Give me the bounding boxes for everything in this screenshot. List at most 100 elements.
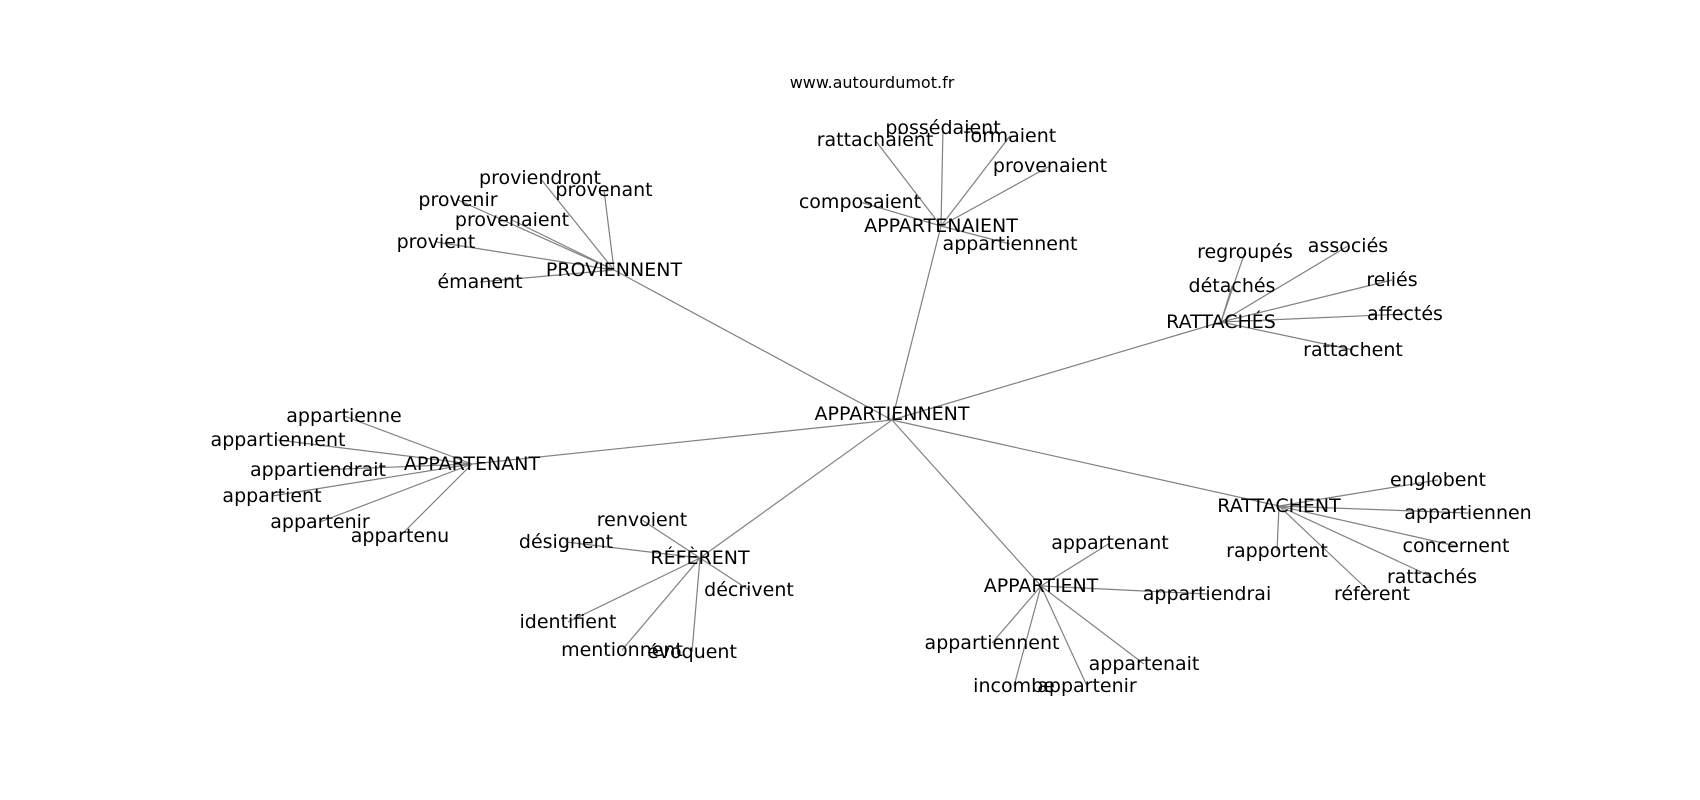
edge-hub-5-leaf-1 [1040, 585, 1208, 595]
edge-hub-2-leaf-2 [1220, 279, 1393, 323]
edge-hub-0-leaf-4 [435, 241, 615, 271]
edge-hub-6-leaf-1 [1278, 505, 1469, 514]
hub-word-node[interactable]: RÉFÈRENT [650, 546, 750, 569]
leaf-word-node[interactable]: regroupés [1197, 241, 1293, 263]
leaf-word-node[interactable]: rapportent [1226, 540, 1328, 562]
edge-hub-6-leaf-0 [1278, 479, 1439, 507]
edge-hub-4-leaf-4 [621, 557, 701, 651]
leaf-word-node[interactable]: provenir [418, 189, 497, 211]
leaf-word-node[interactable]: appartiendrait [250, 459, 386, 481]
leaf-word-node[interactable]: provient [397, 231, 476, 253]
graph-labels: www.autourdumot.fr PROVIENNENT proviendro… [211, 73, 1532, 697]
leaf-word-node[interactable]: appartenir [270, 511, 370, 533]
leaf-word-node[interactable]: mentionnent [561, 639, 683, 661]
edge-hub-1-leaf-2 [874, 139, 942, 227]
edge-hub-6-leaf-2 [1278, 505, 1457, 547]
hub-word-node[interactable]: APPARTIENT [984, 575, 1099, 597]
edge-hub-4-leaf-5 [691, 557, 701, 653]
edge-hub-0-leaf-5 [479, 269, 615, 283]
leaf-word-node[interactable]: provenaient [993, 155, 1107, 177]
edge-hub-0-leaf-0 [539, 177, 615, 271]
graph-edges [271, 127, 1469, 687]
edge-center-to-hub-3 [471, 419, 893, 465]
leaf-word-node[interactable]: composaient [799, 191, 921, 213]
leaf-word-node[interactable]: formaient [964, 125, 1056, 147]
leaf-word-node[interactable]: proviendront [479, 167, 601, 189]
edge-hub-2-leaf-3 [1220, 285, 1233, 323]
leaf-word-node[interactable]: provenant [555, 179, 652, 201]
edge-hub-6-leaf-3 [1276, 505, 1280, 552]
edge-center-to-hub-2 [891, 321, 1222, 421]
edge-hub-3-leaf-3 [271, 463, 473, 497]
leaf-word-node[interactable]: identifient [520, 611, 617, 633]
edge-center-to-hub-5 [891, 419, 1042, 587]
leaf-word-node[interactable]: émanent [437, 271, 522, 293]
leaf-word-node[interactable]: appartenu [351, 525, 449, 547]
edge-hub-5-leaf-5 [1040, 585, 1088, 687]
hub-word-node[interactable]: RATTACHÉS [1166, 310, 1276, 333]
leaf-word-node[interactable]: affectés [1367, 303, 1443, 325]
leaf-word-node[interactable]: décrivent [704, 579, 794, 601]
leaf-word-node[interactable]: appartiendrai [1143, 583, 1271, 605]
edge-hub-0-leaf-2 [457, 199, 615, 271]
edge-hub-2-leaf-4 [1220, 313, 1406, 323]
leaf-word-node[interactable]: appartiennent [211, 429, 346, 451]
hub-word-node[interactable]: APPARTENANT [404, 453, 541, 475]
leaf-word-node[interactable]: désignent [519, 531, 613, 553]
edge-hub-3-leaf-2 [317, 463, 473, 471]
leaf-word-node[interactable]: rattachés [1387, 566, 1477, 588]
leaf-word-node[interactable]: appartient [222, 485, 321, 507]
edge-hub-6-leaf-4 [1278, 505, 1433, 578]
leaf-word-node[interactable]: incombe [973, 675, 1055, 697]
edge-hub-1-leaf-5 [940, 225, 1011, 245]
leaf-word-node[interactable]: reliés [1366, 269, 1417, 291]
leaf-word-node[interactable]: appartenait [1089, 653, 1200, 675]
edge-hub-5-leaf-4 [1013, 585, 1042, 687]
edge-hub-0-leaf-1 [603, 189, 615, 271]
edge-hub-4-leaf-0 [641, 519, 701, 559]
leaf-word-node[interactable]: évoquent [647, 641, 737, 663]
leaf-word-node[interactable]: détachés [1189, 275, 1276, 297]
hub-word-node[interactable]: PROVIENNENT [546, 259, 683, 281]
center-word-node[interactable]: APPARTIENNENT [815, 403, 970, 425]
edge-hub-3-leaf-1 [277, 439, 473, 465]
hub-word-node[interactable]: RATTACHENT [1217, 495, 1341, 517]
edge-hub-1-leaf-1 [940, 135, 1011, 227]
edge-center-to-hub-1 [891, 225, 942, 421]
edge-hub-4-leaf-1 [565, 541, 701, 559]
leaf-word-node[interactable]: réfèrent [1334, 583, 1410, 605]
edge-center-to-hub-6 [891, 419, 1280, 507]
edge-center-to-hub-4 [699, 419, 893, 559]
hub-word-node[interactable]: APPARTENAIENT [864, 215, 1018, 237]
leaf-word-node[interactable]: possédaient [885, 117, 1000, 139]
edge-hub-3-leaf-4 [319, 463, 473, 523]
source-label: www.autourdumot.fr [790, 73, 955, 92]
edge-hub-3-leaf-0 [343, 415, 473, 465]
edge-hub-6-leaf-5 [1278, 505, 1373, 595]
leaf-word-node[interactable]: renvoient [597, 509, 687, 531]
leaf-word-node[interactable]: englobent [1390, 469, 1486, 491]
edge-hub-3-leaf-5 [399, 463, 473, 537]
edge-hub-4-leaf-2 [699, 557, 750, 591]
edge-hub-1-leaf-4 [859, 201, 942, 227]
leaf-word-node[interactable]: appartenant [1051, 532, 1169, 554]
leaf-word-node[interactable]: appartiennent [925, 632, 1060, 654]
edge-hub-1-leaf-3 [940, 165, 1051, 227]
leaf-word-node[interactable]: associés [1308, 235, 1388, 257]
edge-center-to-hub-0 [613, 269, 893, 421]
edge-hub-4-leaf-3 [567, 557, 701, 623]
edge-hub-2-leaf-1 [1220, 245, 1349, 323]
leaf-word-node[interactable]: rattachaient [817, 129, 934, 151]
leaf-word-node[interactable]: concernent [1403, 535, 1510, 557]
leaf-word-node[interactable]: provenaient [455, 209, 569, 231]
leaf-word-node[interactable]: appartiennent [943, 233, 1078, 255]
edge-hub-0-leaf-3 [511, 219, 615, 271]
leaf-word-node[interactable]: rattachent [1303, 339, 1403, 361]
leaf-word-node[interactable]: appartienne [286, 405, 401, 427]
leaf-word-node[interactable]: appartenir [1037, 675, 1137, 697]
edge-hub-5-leaf-3 [1040, 585, 1145, 665]
edge-hub-5-leaf-2 [991, 585, 1042, 644]
leaf-word-node[interactable]: appartiennen [1404, 502, 1531, 524]
edge-hub-2-leaf-5 [1220, 321, 1354, 351]
